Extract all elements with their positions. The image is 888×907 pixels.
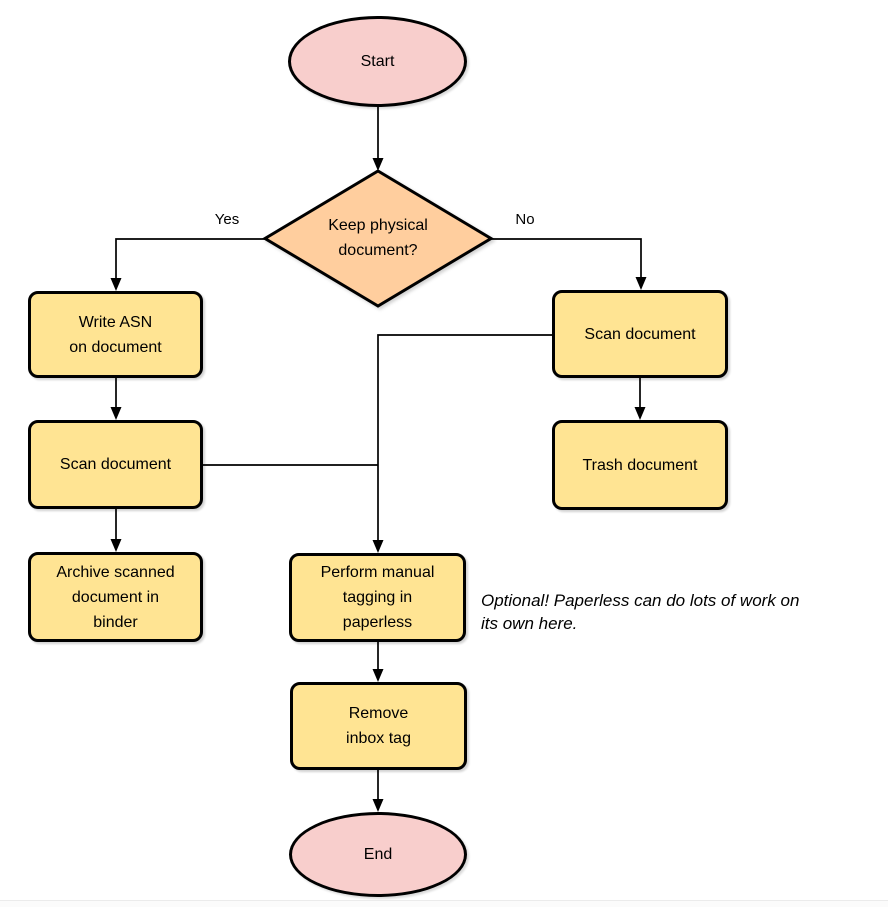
edge-decision-yes-to-write-asn xyxy=(110,238,265,291)
node-scan-document-right: Scan document xyxy=(552,290,728,378)
edge-decision-no-to-scan-document xyxy=(491,238,647,290)
node-perform-manual-tagging: Perform manual tagging in paperless xyxy=(289,553,466,642)
edge-remove-inbox-to-end xyxy=(372,770,384,812)
edge-tagging-to-remove-inbox xyxy=(372,642,384,682)
edge-scan-document-to-tagging xyxy=(372,334,552,553)
edge-scan-document-to-trash xyxy=(634,378,646,420)
note-optional-paperless: Optional! Paperless can do lots of work … xyxy=(481,591,800,633)
node-write-asn-on-document: Write ASN on document xyxy=(28,291,203,378)
node-remove-inbox-tag: Remove inbox tag xyxy=(290,682,467,770)
node-start: Start xyxy=(288,16,467,107)
bottom-strip xyxy=(0,901,888,907)
node-archive-scanned-document-in-binder: Archive scanned document in binder xyxy=(28,552,203,642)
edge-label-yes: Yes xyxy=(203,211,251,229)
decision-diamond-shape xyxy=(262,169,494,308)
node-trash-document: Trash document xyxy=(552,420,728,510)
node-end: End xyxy=(289,812,467,897)
edge-start-to-decision xyxy=(372,107,384,171)
node-decision-keep-physical-document: Keep physical document? xyxy=(328,217,428,259)
edge-scan-document-to-archive xyxy=(110,509,122,552)
edge-write-asn-to-scan-document xyxy=(110,378,122,420)
edge-label-no: No xyxy=(503,211,547,229)
node-scan-document-left: Scan document xyxy=(28,420,203,509)
bottom-divider-line xyxy=(0,900,888,901)
